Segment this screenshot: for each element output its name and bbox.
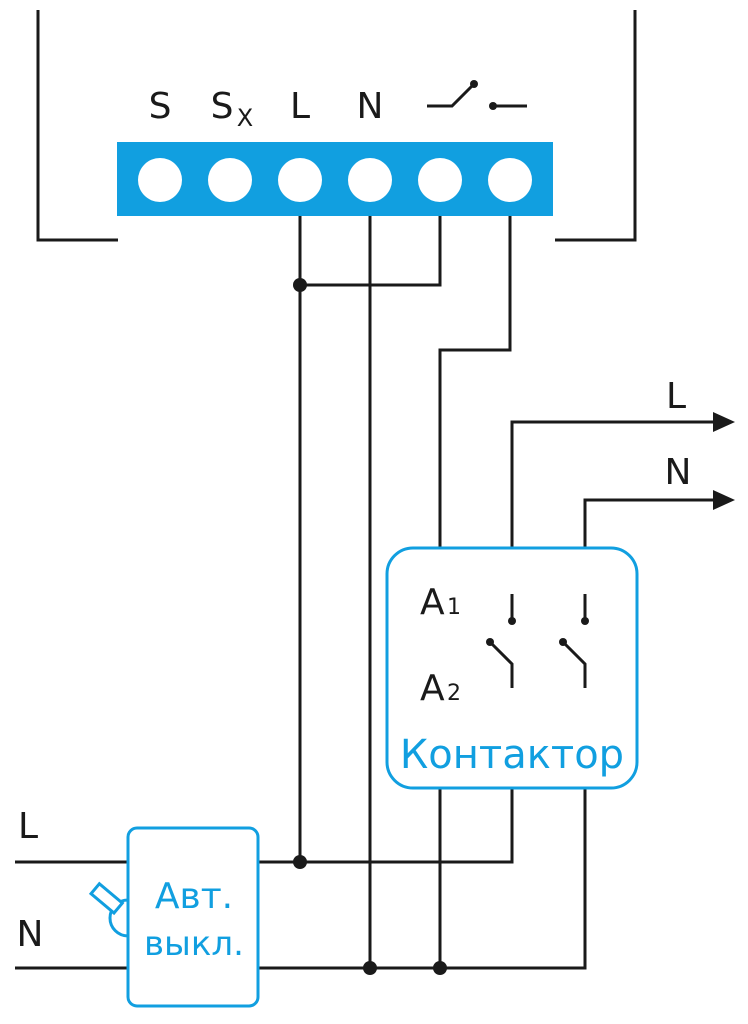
contactor-a1-sub: 1 bbox=[447, 595, 461, 620]
input-l-label: L bbox=[18, 806, 38, 847]
contactor-switch-2-icon bbox=[559, 594, 589, 688]
terminal-l bbox=[278, 158, 322, 202]
contactor-a1: A bbox=[420, 582, 445, 623]
contactor-a2-sub: 2 bbox=[447, 681, 461, 706]
breaker-label-line2: выкл. bbox=[144, 924, 244, 964]
label-l: L bbox=[290, 86, 310, 127]
contactor-a2: A bbox=[420, 668, 445, 709]
breaker-label-line1: Авт. bbox=[155, 876, 233, 917]
output-l-label: L bbox=[666, 376, 686, 417]
wire-contactor-l bbox=[258, 788, 514, 864]
terminal-relay-out bbox=[488, 158, 532, 202]
terminal-relay-in bbox=[418, 158, 462, 202]
wire-out-l bbox=[510, 420, 715, 548]
output-n-label: N bbox=[665, 452, 692, 493]
terminal-n bbox=[348, 158, 392, 202]
device-housing bbox=[36, 10, 637, 242]
junction-dots bbox=[293, 278, 447, 975]
breaker-handle-icon bbox=[88, 881, 129, 938]
label-sx-subscript: X bbox=[237, 104, 253, 132]
input-n-label: N bbox=[17, 914, 44, 955]
label-s: S bbox=[149, 86, 172, 127]
wires bbox=[15, 216, 715, 970]
arrow-out-l-icon bbox=[713, 412, 735, 432]
switch-contact-icon bbox=[427, 80, 527, 110]
contactor-title: Контактор bbox=[400, 732, 624, 778]
arrow-out-n-icon bbox=[713, 490, 735, 510]
terminal-sx bbox=[208, 158, 252, 202]
wire-l-relay bbox=[300, 216, 442, 287]
wire-out-n bbox=[583, 498, 715, 548]
contactor-switch-1-icon bbox=[486, 594, 516, 688]
terminal-screws bbox=[138, 158, 532, 202]
terminal-s bbox=[138, 158, 182, 202]
label-sx: S bbox=[211, 86, 234, 127]
wire-contactor-n bbox=[258, 788, 587, 970]
wire-coil-a1 bbox=[438, 216, 512, 548]
terminal-block bbox=[117, 142, 553, 216]
breaker-box bbox=[126, 826, 260, 1008]
label-n: N bbox=[357, 86, 384, 127]
